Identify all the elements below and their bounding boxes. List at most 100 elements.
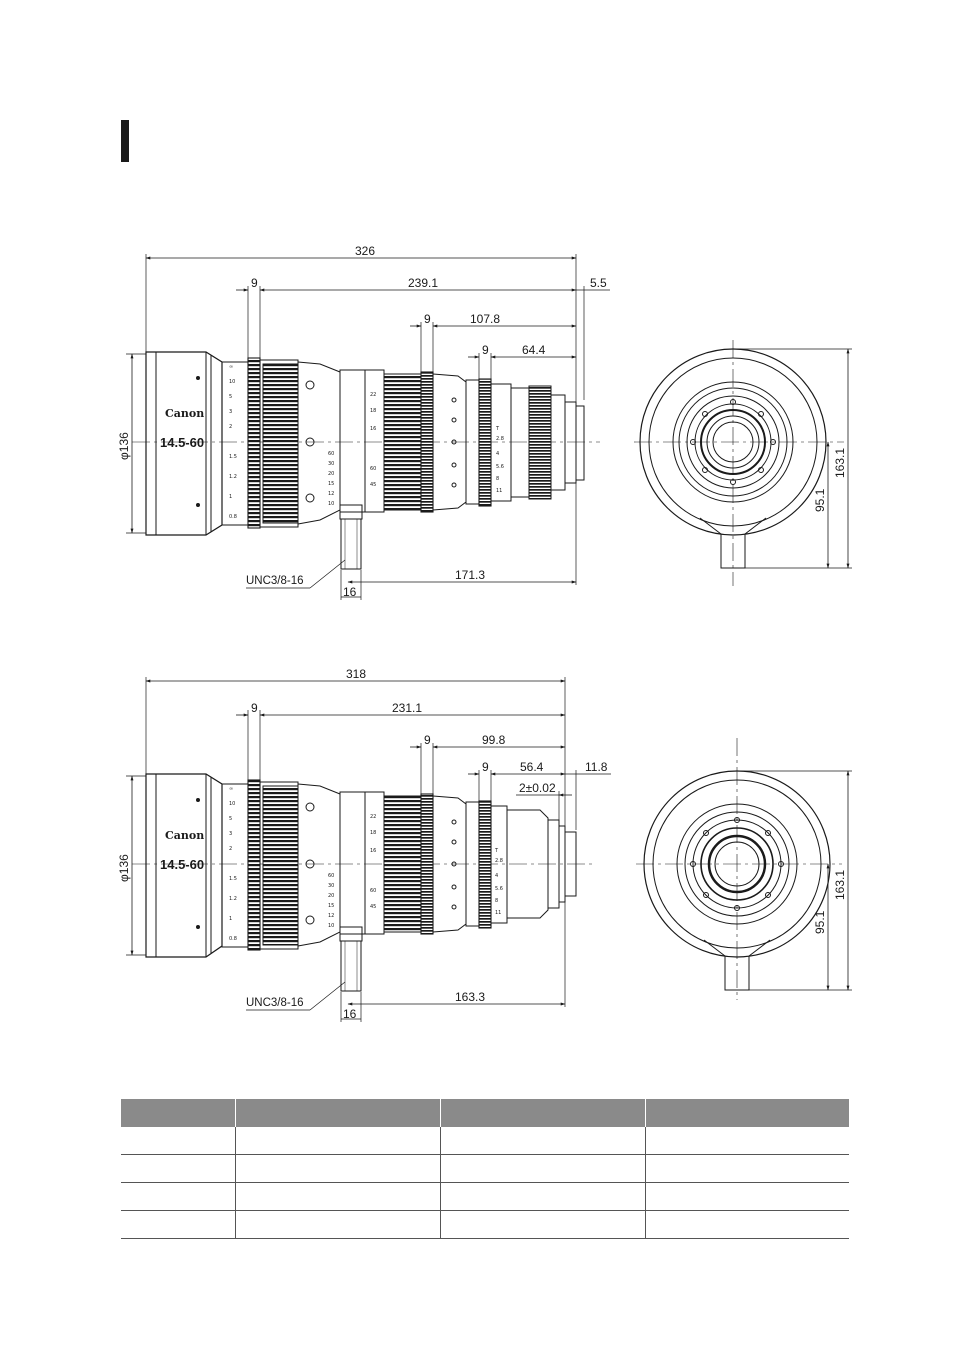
dim-length: 239.1 [408,276,438,290]
svg-text:60: 60 [328,451,334,457]
svg-text:10: 10 [229,379,235,385]
dim-center-height: 95.1 [813,910,827,934]
figure2-dimensions: 318 9 231.1 9 99.8 9 56.4 11.8 2±0.02 φ1… [117,667,608,1021]
table-cell [645,1127,849,1155]
dim-height: 163.1 [833,448,847,478]
svg-text:4: 4 [496,451,499,457]
screw-thread-label: UNC3/8-16 [246,575,304,587]
svg-text:16: 16 [370,426,376,432]
dim-flange: 5.5 [590,276,607,290]
svg-text:18: 18 [370,408,376,414]
svg-text:T: T [495,426,500,432]
dim-overall: 326 [355,244,375,258]
svg-text:30: 30 [328,461,334,467]
table-cell [235,1182,441,1211]
zoom-label: 14.5-60 [160,435,204,450]
dim-height: 163.1 [833,870,847,900]
svg-text:∞: ∞ [229,364,233,370]
svg-text:8: 8 [496,476,499,482]
svg-text:5: 5 [229,394,232,400]
dim-ring-width: 9 [482,343,489,357]
dim-ring-width: 9 [251,276,258,290]
svg-text:10: 10 [229,801,235,807]
section-marker [121,120,129,162]
table-cell [121,1182,236,1211]
svg-text:1: 1 [229,916,232,922]
svg-text:22: 22 [370,392,376,398]
svg-text:20: 20 [328,893,334,899]
dim-mount: 171.3 [455,568,485,582]
svg-text:2: 2 [229,424,232,430]
svg-text:8: 8 [495,898,498,904]
svg-text:5.6: 5.6 [496,464,504,470]
dim-center-height: 95.1 [813,488,827,512]
dim-ring-width: 9 [424,312,431,326]
svg-text:5: 5 [229,816,232,822]
table-cell [440,1182,646,1211]
svg-text:5.6: 5.6 [495,886,503,892]
svg-text:12: 12 [328,913,334,919]
svg-text:16: 16 [370,848,376,854]
screw-thread-label: UNC3/8-16 [246,997,304,1009]
svg-text:18: 18 [370,830,376,836]
figure2-side-view [126,677,611,1022]
table-cell [121,1154,236,1183]
figure2-front-dimensions: 163.1 95.1 [813,870,847,934]
dim-ring-width: 9 [251,701,258,715]
dim-screw-width: 16 [343,585,357,599]
svg-text:22: 22 [370,814,376,820]
svg-text:2.8: 2.8 [496,436,504,442]
svg-text:4: 4 [495,873,498,879]
table-row [121,1154,849,1183]
svg-text:60: 60 [370,888,376,894]
svg-text:1: 1 [229,494,232,500]
table-header-cell [235,1099,441,1127]
svg-text:45: 45 [370,904,376,910]
svg-text:12: 12 [328,491,334,497]
table-cell [645,1182,849,1211]
table-header-cell [645,1099,849,1127]
table-row [121,1182,849,1211]
dim-mount: 163.3 [455,990,485,1004]
svg-text:3: 3 [229,409,232,415]
table-header-row [121,1099,849,1127]
dim-length: 64.4 [522,343,546,357]
table-row [121,1210,849,1239]
figure1-side-view [126,254,610,600]
table-row [121,1127,849,1155]
svg-text:11: 11 [495,910,501,916]
svg-text:15: 15 [328,903,334,909]
spec-table [121,1099,849,1239]
table-cell [121,1210,236,1239]
brand-logo: Canon [165,829,204,842]
dim-ring-width: 9 [482,760,489,774]
svg-text:15: 15 [328,481,334,487]
figure1-front-dimensions: 163.1 95.1 [813,448,847,512]
svg-text:1.2: 1.2 [229,896,237,902]
table-cell [235,1210,441,1239]
svg-text:1.2: 1.2 [229,474,237,480]
dim-diameter: φ136 [117,432,131,460]
dim-length: 56.4 [520,760,544,774]
svg-text:2: 2 [229,846,232,852]
svg-text:60: 60 [328,873,334,879]
svg-text:20: 20 [328,471,334,477]
table-cell [121,1127,236,1155]
figure2-markings: Canon 14.5-60 [160,829,204,872]
table-cell [440,1154,646,1183]
svg-text:45: 45 [370,482,376,488]
table-cell [440,1127,646,1155]
table-header-cell [121,1099,236,1127]
svg-text:1.5: 1.5 [229,876,237,882]
svg-text:0.8: 0.8 [229,936,237,942]
svg-text:3: 3 [229,831,232,837]
zoom-label: 14.5-60 [160,857,204,872]
dim-screw-width: 16 [343,1007,357,1021]
figure2-front-view [636,738,852,1000]
dim-length: 107.8 [470,312,500,326]
svg-text:11: 11 [496,488,502,494]
svg-text:2.8: 2.8 [495,858,503,864]
table-cell [645,1210,849,1239]
